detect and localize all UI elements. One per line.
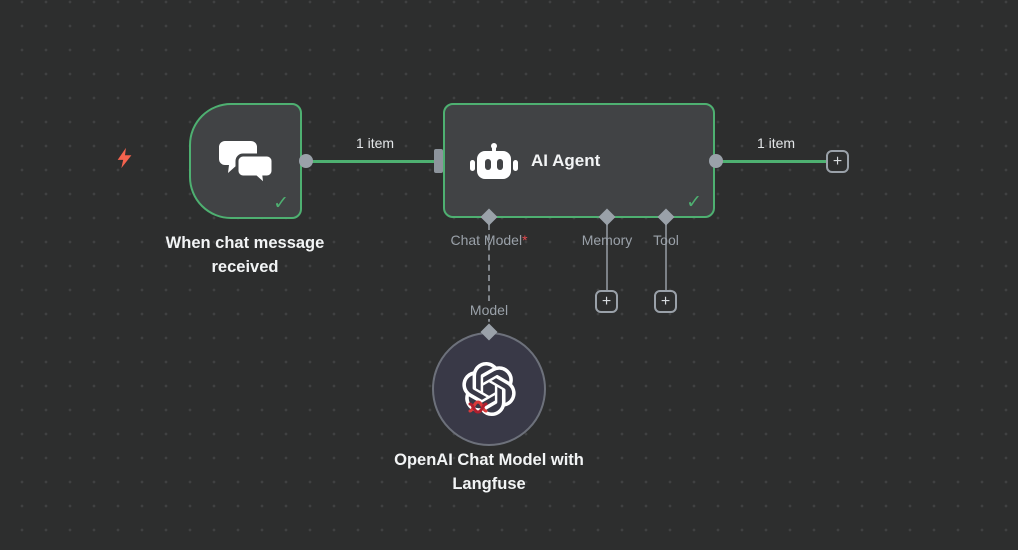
edge-agent-to-model[interactable] [488,224,490,332]
chat-model-port-label: Chat Model* [450,232,528,248]
edge-agent-output[interactable] [720,160,832,163]
node-openai-chat-model[interactable] [432,332,546,446]
memory-port-label: Memory [581,232,633,248]
add-memory-button[interactable]: + [595,290,618,313]
memory-port-stub [606,223,608,291]
tool-port-label: Tool [653,232,679,248]
edge-trigger-to-agent[interactable] [306,160,443,163]
agent-output-port[interactable] [709,154,723,168]
model-edge-label: Model [459,301,519,319]
robot-icon [470,143,518,179]
edge-items-label: 1 item [355,135,395,151]
edge-items-label: 1 item [756,135,796,151]
success-check-icon: ✓ [273,193,289,214]
node-ai-agent[interactable]: AI Agent ✓ [443,103,715,218]
chat-bubbles-icon [219,141,275,187]
required-asterisk: * [522,232,528,248]
openai-logo-icon [462,362,516,417]
agent-node-title: AI Agent [531,150,601,170]
add-tool-button[interactable]: + [654,290,677,313]
success-check-icon: ✓ [686,192,702,213]
trigger-output-port[interactable] [299,154,313,168]
agent-input-port[interactable] [434,149,443,173]
lightning-bolt-icon [117,147,132,169]
langfuse-badge-icon [468,400,488,414]
add-next-node-button[interactable]: + [826,150,849,173]
model-node-label: OpenAI Chat Model with Langfuse [394,451,584,493]
trigger-node-label: When chat message received [165,234,325,276]
tool-port-stub [665,223,667,291]
node-when-chat-message-received[interactable]: ✓ [189,103,302,219]
